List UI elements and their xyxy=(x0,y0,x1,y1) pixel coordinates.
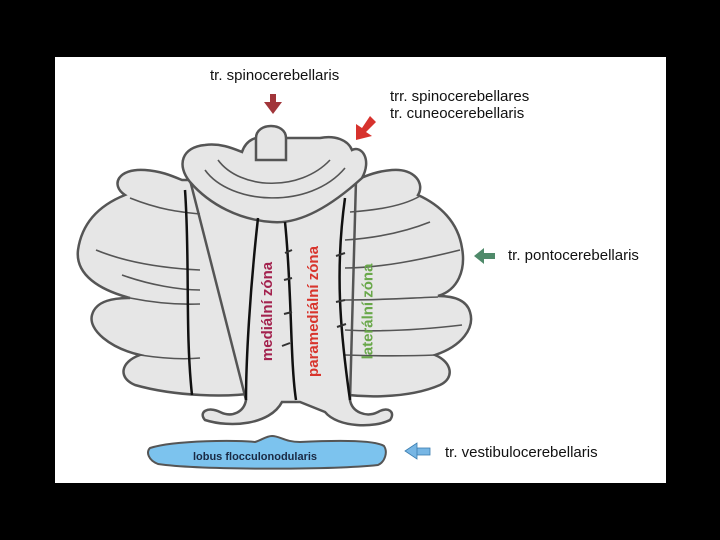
label-spinocerebellaris: tr. spinocerebellaris xyxy=(210,67,340,84)
label-vestibulocerebellaris: tr. vestibulocerebellaris xyxy=(445,444,598,461)
top-lobe xyxy=(181,135,368,224)
zone-dividers xyxy=(183,189,352,401)
arrow-vestibulo-icon xyxy=(404,442,431,460)
lobus-label: lobus flocculonodularis xyxy=(193,451,317,463)
label-spinocerebellares: trr. spinocerebellares xyxy=(390,88,530,105)
arrow-spino-icon xyxy=(264,94,282,114)
label-cuneocerebellaris: tr. cuneocerebellaris xyxy=(390,105,525,122)
top-knob xyxy=(254,124,288,162)
arrow-cuneo-icon xyxy=(356,116,376,140)
zone-label-lateral: laterální zóna xyxy=(359,263,377,360)
zone-label-medial: mediální zóna xyxy=(259,261,277,362)
arrow-ponto-icon xyxy=(474,248,495,264)
right-hemisphere xyxy=(318,168,473,398)
tick-marks xyxy=(281,249,347,347)
lobus-shape xyxy=(147,434,387,470)
label-pontocerebellaris: tr. pontocerebellaris xyxy=(508,247,639,264)
zone-label-paramedial: paramediální zóna xyxy=(304,246,322,377)
